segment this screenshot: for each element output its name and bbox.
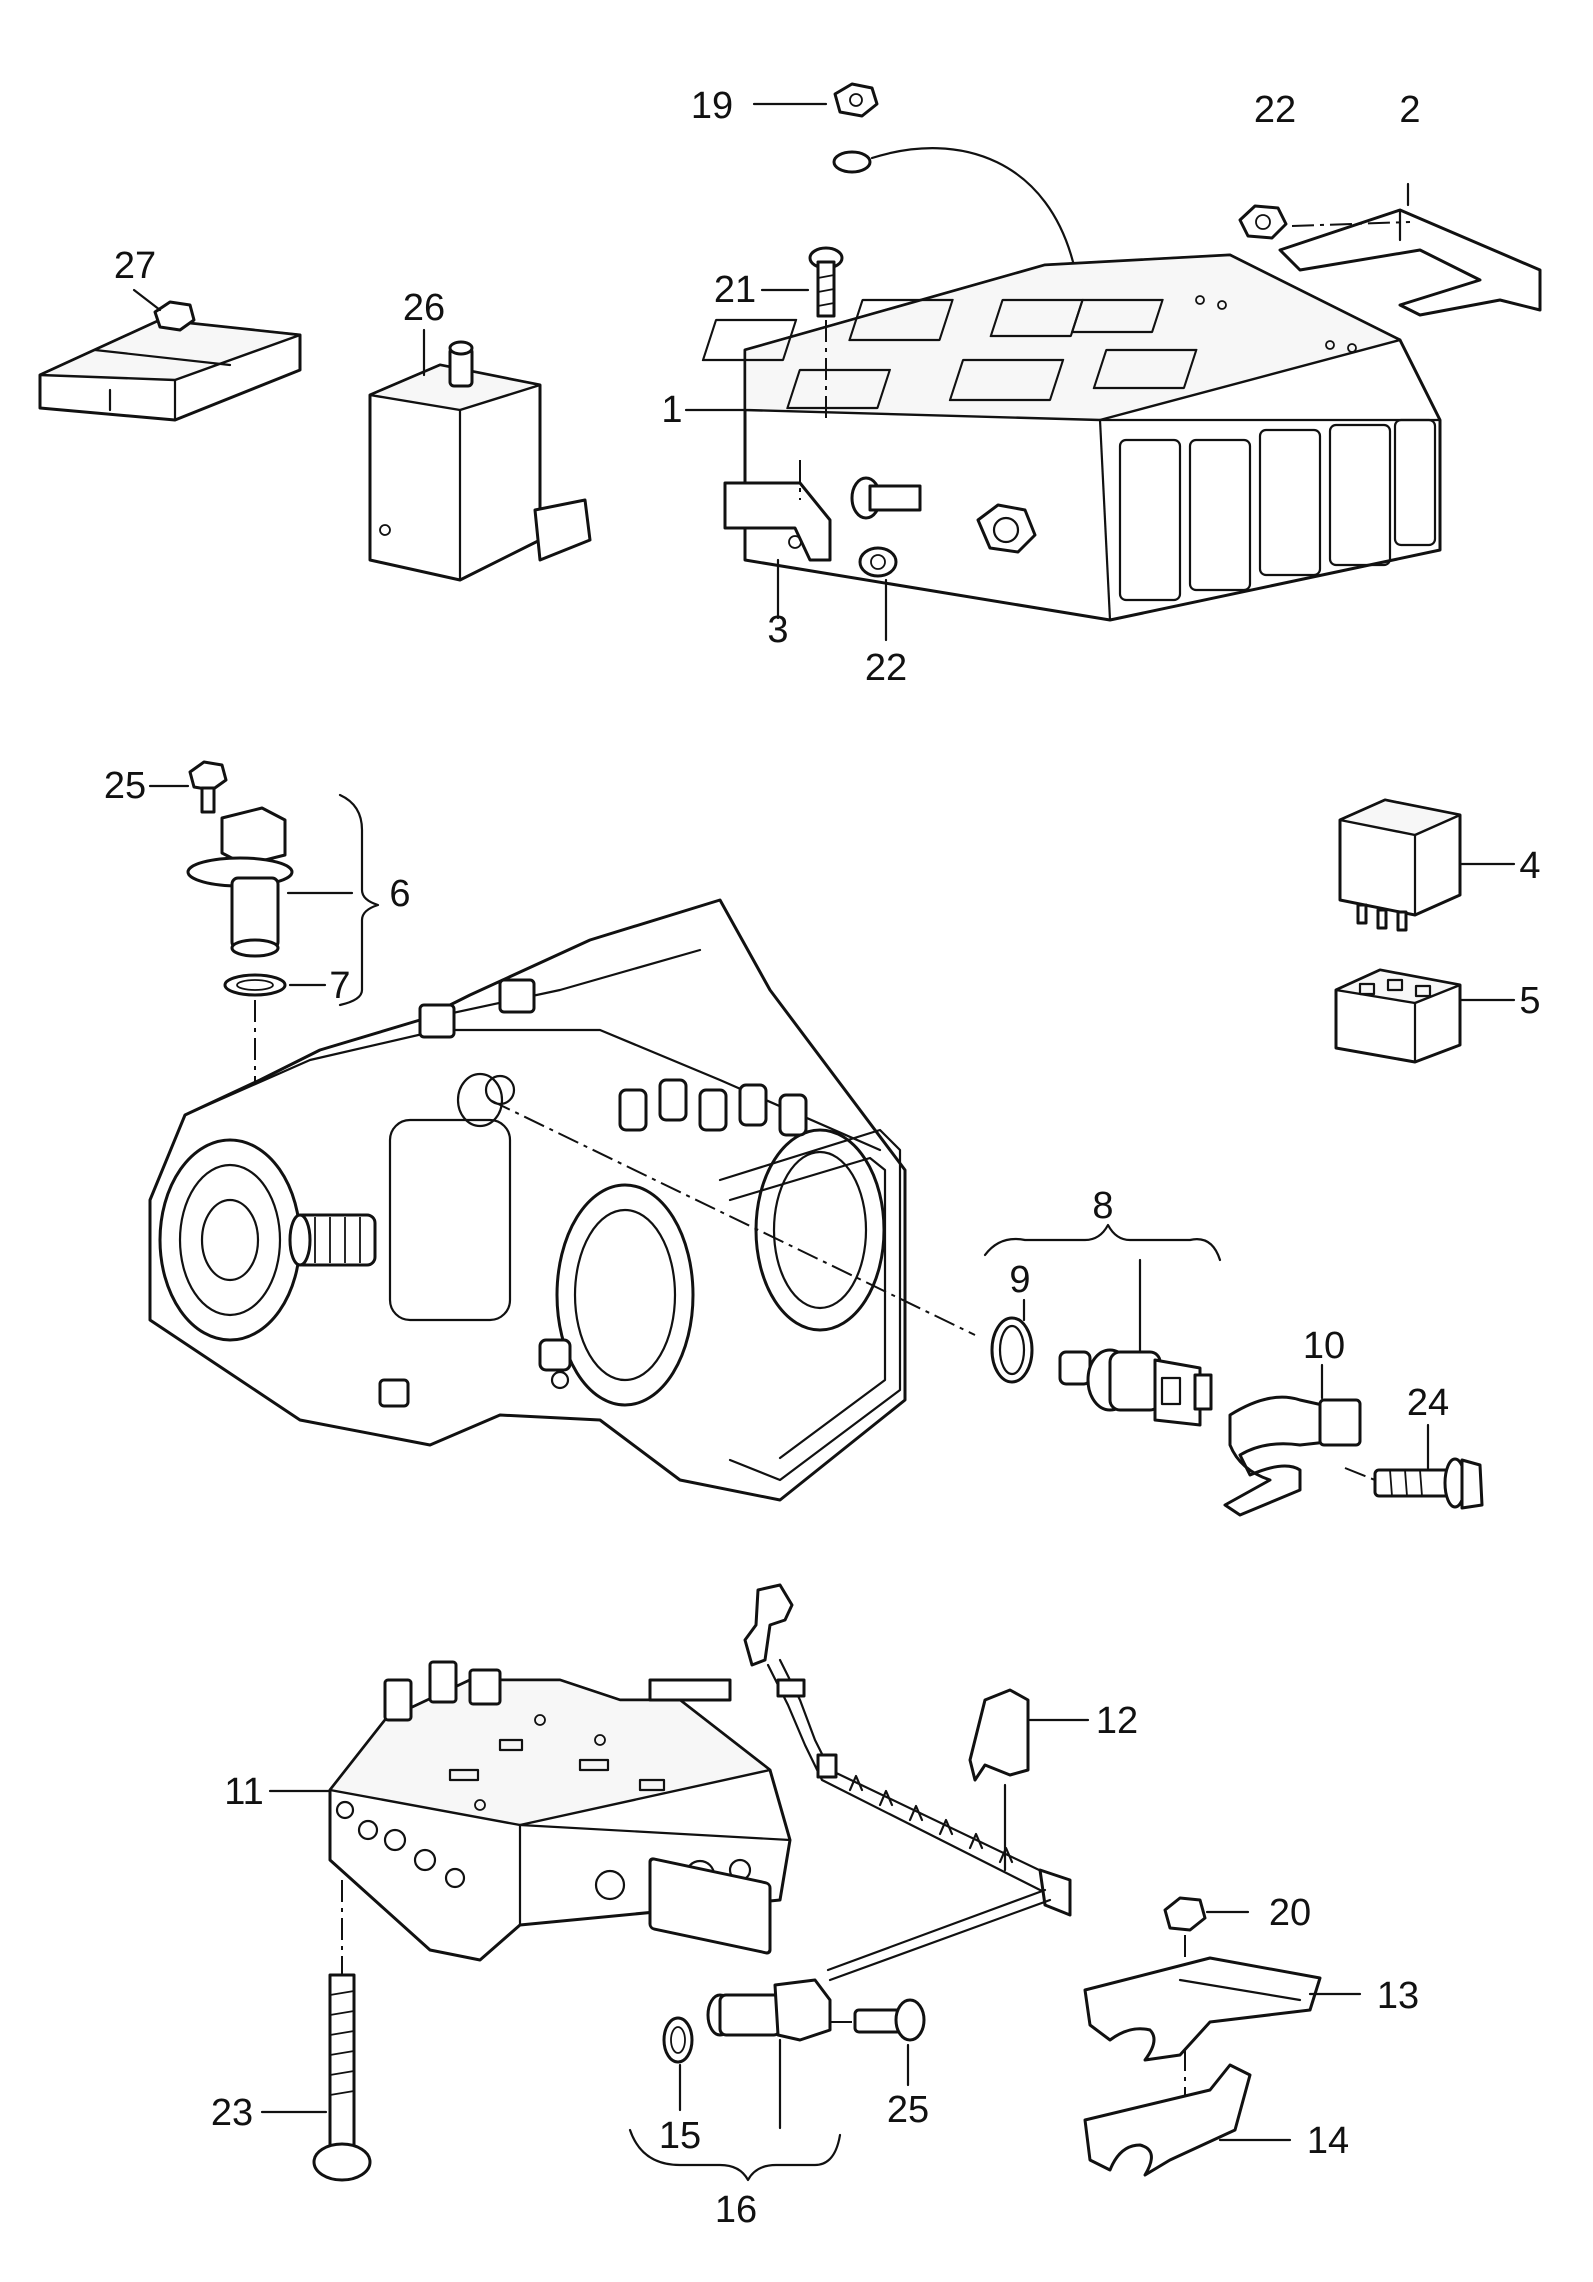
sensor-16 (628, 1978, 842, 2182)
callout-5: 5 (1519, 980, 1540, 1022)
bolt-24 (1344, 1423, 1484, 1510)
callout-15: 15 (659, 2115, 701, 2157)
callout-11: 11 (224, 1771, 263, 1813)
callout-2: 2 (1399, 89, 1420, 131)
callout-9: 9 (1009, 1259, 1030, 1301)
callout-27: 27 (114, 245, 156, 287)
relay-26 (368, 328, 592, 582)
speed-sensor-8 (983, 1223, 1222, 1427)
callout-labels: 19 22 2 27 26 21 1 3 22 25 6 7 4 5 8 9 1… (104, 85, 1541, 2231)
relay-4 (1338, 798, 1516, 932)
callout-14: 14 (1307, 2120, 1349, 2162)
bolt-25-lower (830, 1998, 926, 2087)
bracket-2 (1238, 182, 1542, 317)
callout-19: 19 (691, 85, 733, 127)
ground-strap (752, 82, 1077, 272)
callout-13: 13 (1377, 1975, 1419, 2017)
clip-10 (1223, 1363, 1362, 1517)
callout-4: 4 (1519, 845, 1540, 887)
callout-1: 1 (661, 389, 682, 431)
relay-base-5 (1334, 968, 1516, 1064)
callout-8: 8 (1092, 1185, 1113, 1227)
callout-3: 3 (767, 609, 788, 651)
gearbox-housing (148, 898, 976, 1502)
bracket-13-14 (1083, 1896, 1362, 2177)
callout-26: 26 (403, 287, 445, 329)
control-unit-assembly (684, 82, 1542, 642)
relay-carrier-27 (38, 288, 302, 422)
valve-body-11 (268, 1660, 792, 2005)
callout-25-top: 25 (104, 765, 146, 807)
control-unit (684, 253, 1442, 622)
bracket-3 (723, 460, 922, 642)
wiring-harness (743, 1583, 1072, 1982)
bolt-23 (260, 1973, 372, 2182)
callout-6: 6 (389, 873, 410, 915)
callout-7: 7 (329, 965, 350, 1007)
callout-16: 16 (715, 2189, 757, 2231)
callout-12: 12 (1096, 1700, 1138, 1742)
callout-22-top: 22 (1254, 89, 1296, 131)
callout-25-bottom: 25 (887, 2089, 929, 2131)
callout-22-bottom: 22 (865, 647, 907, 689)
screw-21 (760, 246, 844, 420)
callout-21: 21 (714, 269, 756, 311)
callout-10: 10 (1303, 1325, 1345, 1367)
callout-20: 20 (1269, 1892, 1311, 1934)
callout-23: 23 (211, 2092, 253, 2134)
callout-24: 24 (1407, 1382, 1449, 1424)
clip-12 (968, 1688, 1090, 1872)
speed-sensor-6 (148, 760, 380, 1100)
